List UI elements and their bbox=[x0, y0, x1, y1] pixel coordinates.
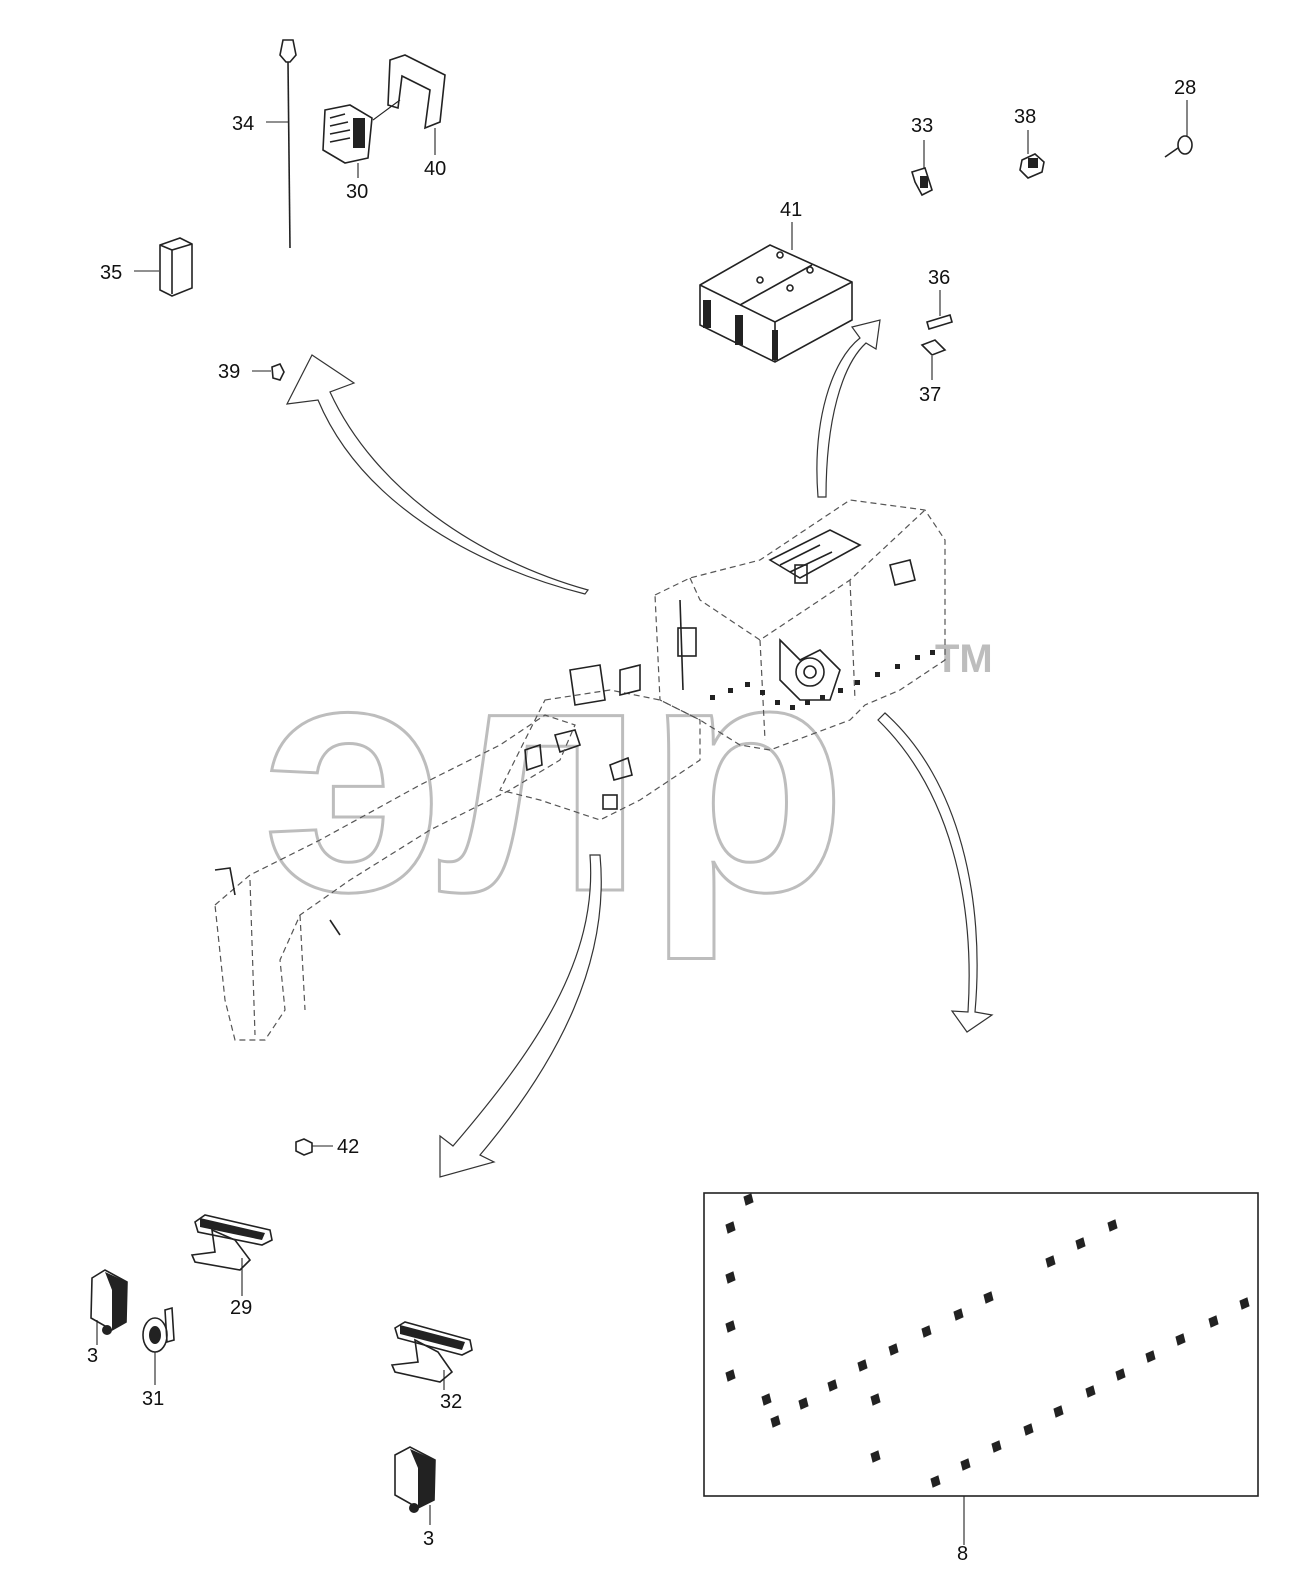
clip-icon bbox=[1023, 1423, 1034, 1436]
clip-icon bbox=[888, 1343, 899, 1356]
callout-28: 28 bbox=[1174, 77, 1196, 99]
part-8-clip-kit: 8 bbox=[703, 1192, 1259, 1565]
arrow-to-pedals bbox=[439, 854, 602, 1178]
arrow-to-clips bbox=[877, 712, 994, 1033]
callout-31: 31 bbox=[142, 1388, 164, 1410]
harness-clips bbox=[710, 650, 935, 710]
machine-body bbox=[214, 499, 946, 1041]
callout-8: 8 bbox=[957, 1543, 968, 1565]
pointer-arrows bbox=[285, 319, 994, 1178]
clip-icon bbox=[870, 1393, 881, 1406]
clip-icon bbox=[1115, 1368, 1126, 1381]
clip-icon bbox=[827, 1379, 838, 1392]
part-40-bracket: 40 bbox=[372, 54, 446, 180]
callout-37: 37 bbox=[919, 384, 941, 406]
clip-icon bbox=[725, 1221, 736, 1234]
part-42-connector: 42 bbox=[295, 1136, 359, 1158]
clip-icon bbox=[1239, 1297, 1250, 1310]
watermark-text: элр bbox=[262, 591, 847, 962]
part-35-relay: 35 bbox=[100, 237, 193, 297]
clip-icon bbox=[725, 1271, 736, 1284]
clip-icon bbox=[1208, 1315, 1219, 1328]
part-30-module: 30 bbox=[322, 104, 373, 203]
clip-icon bbox=[725, 1320, 736, 1333]
callout-33: 33 bbox=[911, 115, 933, 137]
clip-icon bbox=[761, 1393, 772, 1406]
callout-42: 42 bbox=[337, 1136, 359, 1158]
clip-icon bbox=[798, 1397, 809, 1410]
part-41-batteries: 41 bbox=[699, 199, 853, 363]
callout-29: 29 bbox=[230, 1297, 252, 1319]
clip-set bbox=[725, 1193, 1250, 1488]
callout-30: 30 bbox=[346, 181, 368, 203]
clip-icon bbox=[991, 1440, 1002, 1453]
callout-38: 38 bbox=[1014, 106, 1036, 128]
callout-40: 40 bbox=[424, 158, 446, 180]
clip-icon bbox=[743, 1193, 754, 1206]
clip-icon bbox=[921, 1325, 932, 1338]
clip-icon bbox=[1085, 1385, 1096, 1398]
callout-3-bottom: 3 bbox=[423, 1528, 434, 1550]
clip-icon bbox=[857, 1359, 868, 1372]
part-36-strip: 36 bbox=[926, 267, 953, 331]
clip-icon bbox=[1053, 1405, 1064, 1418]
callout-36: 36 bbox=[928, 267, 950, 289]
arrow-to-battery bbox=[816, 319, 881, 498]
clip-icon bbox=[953, 1308, 964, 1321]
part-31-horn: 31 bbox=[142, 1306, 175, 1410]
clip-kit-frame bbox=[703, 1192, 1259, 1497]
watermark: элр TM bbox=[261, 590, 993, 964]
clip-icon bbox=[960, 1458, 971, 1471]
clip-icon bbox=[983, 1291, 994, 1304]
callout-39: 39 bbox=[218, 361, 240, 383]
clip-icon bbox=[870, 1450, 881, 1463]
clip-icon bbox=[1075, 1237, 1086, 1250]
clip-icon bbox=[1107, 1219, 1118, 1232]
part-38-sensor: 38 bbox=[1014, 106, 1045, 179]
callout-34: 34 bbox=[232, 113, 254, 135]
part-29-pedal: 29 bbox=[190, 1214, 273, 1319]
callout-3-left: 3 bbox=[87, 1345, 98, 1367]
clip-icon bbox=[1145, 1350, 1156, 1363]
part-37-fuse: 37 bbox=[919, 339, 947, 406]
part-33-switch: 33 bbox=[911, 115, 933, 197]
part-34-sender: 34 bbox=[232, 39, 297, 249]
part-3-lamp-bottom: 3 bbox=[394, 1446, 436, 1550]
part-28-sender: 28 bbox=[1164, 77, 1196, 158]
arrow-to-upper-left bbox=[285, 354, 590, 595]
clip-icon bbox=[1045, 1255, 1056, 1268]
part-3-lamp-left: 3 bbox=[87, 1269, 128, 1367]
part-39-fitting: 39 bbox=[218, 361, 285, 383]
callout-32: 32 bbox=[440, 1391, 462, 1413]
callout-41: 41 bbox=[780, 199, 802, 221]
part-32-pedal: 32 bbox=[390, 1321, 473, 1413]
watermark-trademark: TM bbox=[935, 637, 993, 681]
clip-icon bbox=[770, 1415, 781, 1428]
clip-icon bbox=[725, 1369, 736, 1382]
clip-icon bbox=[1175, 1333, 1186, 1346]
clip-icon bbox=[930, 1475, 941, 1488]
callout-35: 35 bbox=[100, 262, 122, 284]
